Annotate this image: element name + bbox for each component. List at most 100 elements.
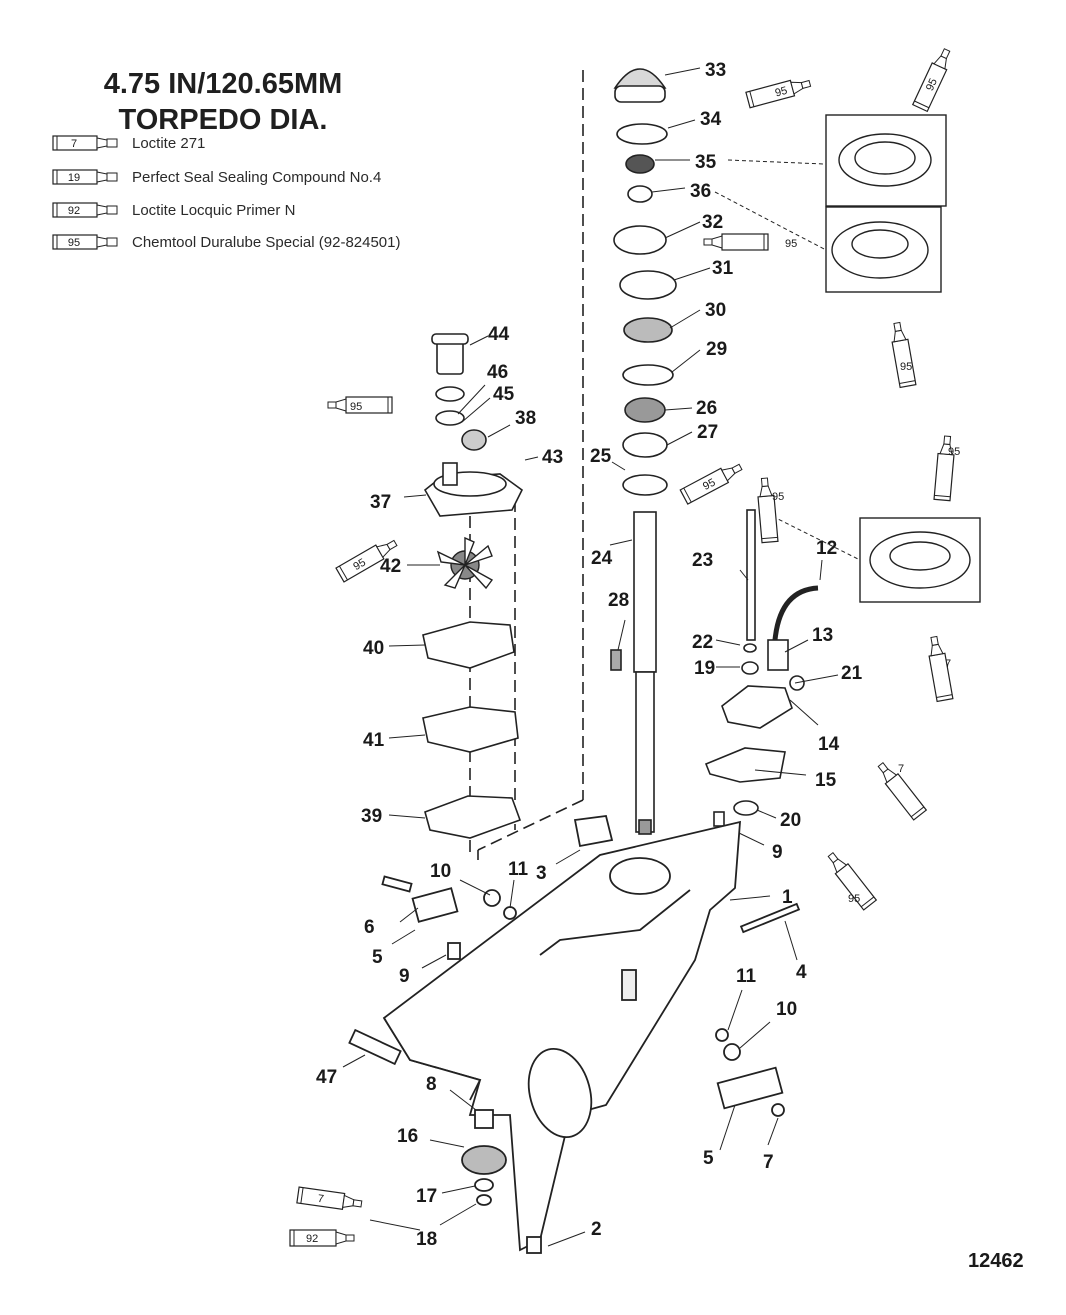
part-1-gearcase-housing <box>348 815 801 1254</box>
part-34-oring <box>616 123 668 145</box>
part-44-insert <box>431 333 469 375</box>
label-33: 33 <box>705 60 726 81</box>
part-number-labels: 33 34 35 36 32 31 30 29 26 27 25 24 23 1… <box>316 60 863 1250</box>
label-9a: 9 <box>772 842 783 863</box>
svg-text:95: 95 <box>924 77 940 93</box>
part-38-grommet <box>461 429 487 451</box>
tube-top-right: 95 <box>912 46 955 112</box>
label-47: 47 <box>316 1067 337 1088</box>
tube-36-vertical <box>888 320 917 388</box>
label-4: 4 <box>796 962 807 983</box>
part-41-plate <box>422 706 519 753</box>
tube-37: 95 <box>335 535 401 583</box>
svg-text:95: 95 <box>774 85 789 100</box>
label-41: 41 <box>363 730 385 751</box>
part-30-bearing <box>623 317 673 343</box>
tube-20-code: 95 <box>848 893 860 905</box>
tube-32-code: 95 <box>785 238 797 250</box>
part-10a-plug <box>483 889 501 907</box>
figure-id: 12462 <box>968 1250 1024 1272</box>
part-33-cap <box>613 68 667 89</box>
detail-box-shift-seal <box>859 517 981 603</box>
part-29-shim <box>622 364 674 386</box>
label-14: 14 <box>818 734 840 755</box>
part-27-cup <box>622 432 668 458</box>
shift-assembly <box>704 509 819 827</box>
diagram-title: 4.75 IN/120.65MM TORPEDO DIA. <box>88 66 358 138</box>
label-35: 35 <box>695 152 717 173</box>
detail-box-35 <box>825 114 947 207</box>
part-42-impeller <box>436 536 494 590</box>
label-3: 3 <box>536 863 547 884</box>
label-21: 21 <box>841 663 863 684</box>
label-29: 29 <box>706 339 727 360</box>
label-27: 27 <box>697 422 718 443</box>
label-7: 7 <box>763 1152 774 1173</box>
label-19: 19 <box>694 658 715 679</box>
tube-icon: 95 <box>52 234 118 250</box>
part-6-screw <box>381 875 413 893</box>
part-9-dowel <box>713 811 725 827</box>
part-8-bearing <box>474 1109 494 1129</box>
part-45-ring <box>435 410 465 426</box>
part-46-seal <box>435 386 465 402</box>
part-31-cup <box>619 270 677 300</box>
label-15: 15 <box>815 770 837 791</box>
part-26-pinion <box>624 397 666 423</box>
label-10a: 10 <box>430 861 451 882</box>
part-19-seal <box>741 661 759 675</box>
legend-code: 92 <box>68 205 80 217</box>
label-17: 17 <box>416 1186 437 1207</box>
label-43: 43 <box>542 447 563 468</box>
label-36: 36 <box>690 181 711 202</box>
label-25: 25 <box>590 446 612 467</box>
svg-text:92: 92 <box>306 1233 318 1245</box>
label-1: 1 <box>782 887 793 908</box>
sealant-tubes: 95 95 95 95 95 95 95 95 95 7 7 95 7 92 <box>289 46 960 1247</box>
tube-mid-right-7-code: 7 <box>945 658 951 670</box>
legend-code: 95 <box>68 237 80 249</box>
label-39: 39 <box>361 806 382 827</box>
driveshaft-stack <box>610 68 677 835</box>
tube-32 <box>703 233 769 251</box>
legend-code: 19 <box>68 172 80 184</box>
label-23: 23 <box>692 550 713 571</box>
label-40: 40 <box>363 638 384 659</box>
legend-label: Loctite Locquic Primer N <box>132 201 296 219</box>
label-11b: 11 <box>736 966 757 987</box>
tube-45-code: 95 <box>350 401 362 413</box>
part-15-gasket <box>704 747 786 783</box>
label-32: 32 <box>702 212 723 233</box>
water-pump-stack <box>422 333 524 839</box>
label-9b: 9 <box>399 966 410 987</box>
label-45: 45 <box>493 384 515 405</box>
label-24: 24 <box>591 548 613 569</box>
label-22: 22 <box>692 632 713 653</box>
legend-row-loctite-271: 7 Loctite 271 <box>52 132 205 154</box>
part-36-washer <box>627 185 653 203</box>
label-13: 13 <box>812 625 833 646</box>
part-20-ring <box>733 800 759 816</box>
tube-23 <box>755 476 779 544</box>
title-line-2: TORPEDO DIA. <box>118 104 328 136</box>
label-16: 16 <box>397 1126 418 1147</box>
label-46: 46 <box>487 362 508 383</box>
tube-34: 95 <box>745 75 813 109</box>
label-2: 2 <box>591 1219 602 1240</box>
part-7-nut <box>771 1103 785 1117</box>
label-11a: 11 <box>508 859 529 880</box>
label-12: 12 <box>816 538 837 559</box>
part-5a-anode <box>411 887 459 923</box>
svg-text:7: 7 <box>317 1193 325 1206</box>
tube-14-code: 7 <box>898 763 904 775</box>
part-2-screw <box>526 1236 542 1254</box>
part-18-nut <box>476 1194 492 1206</box>
part-16-gear <box>461 1145 507 1175</box>
part-39-gasket <box>424 795 522 839</box>
part-40-gasket <box>422 621 515 669</box>
tube-icon: 7 <box>52 135 118 151</box>
part-3-trim-tab <box>573 815 614 848</box>
detail-boxes <box>825 114 981 603</box>
label-10b: 10 <box>776 999 797 1020</box>
tube-mid-right-code: 95 <box>948 446 960 458</box>
